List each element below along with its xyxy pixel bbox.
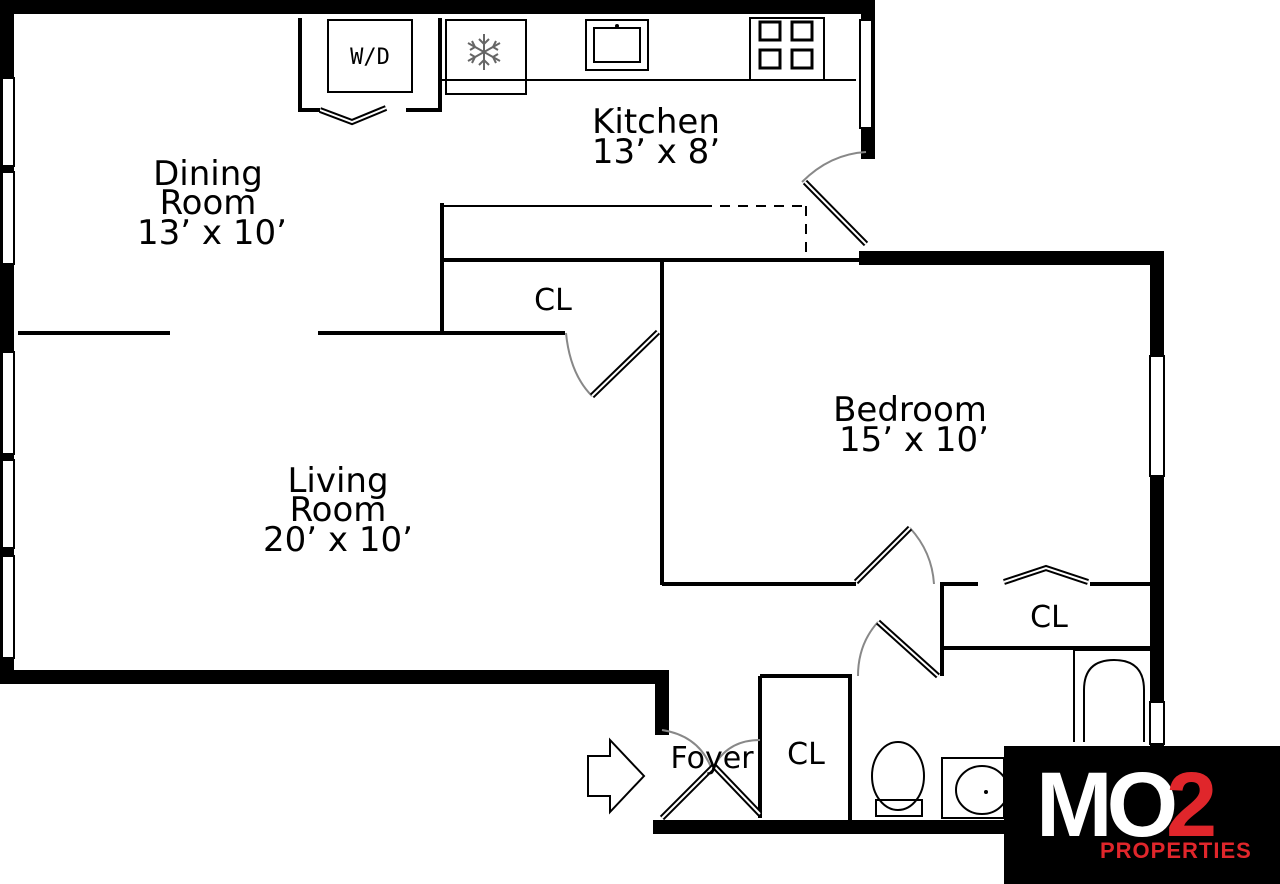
kitchen-door	[801, 151, 869, 247]
window-dining-upper	[1, 77, 15, 167]
refrigerator	[445, 19, 527, 95]
closet-label-foyer: CL	[787, 737, 825, 772]
living-closet-door	[565, 329, 661, 399]
kitchen-fixtures	[298, 17, 856, 112]
dining-size: 13’ x 10’	[137, 213, 287, 253]
interior-walls	[18, 203, 1150, 820]
window-living-upper	[1, 351, 15, 455]
window-kitchen	[859, 19, 873, 129]
room-labels: Kitchen 13’ x 8’ Dining Room 13’ x 10’ L…	[137, 45, 1068, 776]
kitchen-sink	[585, 19, 649, 71]
logo-background	[1004, 746, 1280, 884]
wd-bifold-door	[318, 105, 388, 126]
logo-properties-text: PROPERTIES	[1100, 838, 1252, 863]
windows	[1, 19, 1165, 745]
stove-burners	[758, 20, 814, 70]
bathtub	[1073, 649, 1150, 742]
window-living-mid	[1, 459, 15, 549]
foyer-label: Foyer	[670, 741, 754, 776]
bathroom-door	[857, 619, 941, 679]
mo2-properties-logo: MO 2 PROPERTIES	[1004, 746, 1280, 884]
closet-label-bedroom: CL	[1030, 600, 1068, 635]
window-dining-lower	[1, 171, 15, 265]
stove	[749, 17, 825, 81]
window-bedroom	[1149, 355, 1165, 477]
toilet	[871, 741, 925, 817]
bedroom-size: 15’ x 10’	[839, 420, 989, 460]
washer-dryer	[327, 19, 413, 93]
living-size: 20’ x 10’	[263, 520, 413, 560]
living-label-line1: Living	[287, 461, 388, 501]
dining-label-line2: Room	[160, 183, 257, 223]
window-bath	[1149, 701, 1165, 745]
living-label-line2: Room	[290, 490, 387, 530]
logo-2-text: 2	[1166, 754, 1214, 856]
dining-label-line1: Dining	[153, 154, 263, 194]
bathroom-sink	[941, 757, 1009, 819]
window-living-lower	[1, 555, 15, 659]
doors	[318, 105, 1089, 821]
entry-door	[659, 729, 763, 821]
closet-label-living: CL	[534, 283, 572, 318]
kitchen-label: Kitchen	[592, 102, 720, 142]
entry-arrow-icon	[587, 737, 646, 815]
bedroom-label: Bedroom	[833, 390, 987, 430]
bedroom-door	[853, 525, 935, 585]
logo-mo-text: MO	[1036, 754, 1175, 856]
bedroom-closet-bifold-door	[1003, 564, 1089, 585]
washer-dryer-label: W/D	[350, 45, 390, 70]
snowflake-icon	[467, 34, 501, 70]
kitchen-size: 13’ x 8’	[592, 132, 720, 172]
